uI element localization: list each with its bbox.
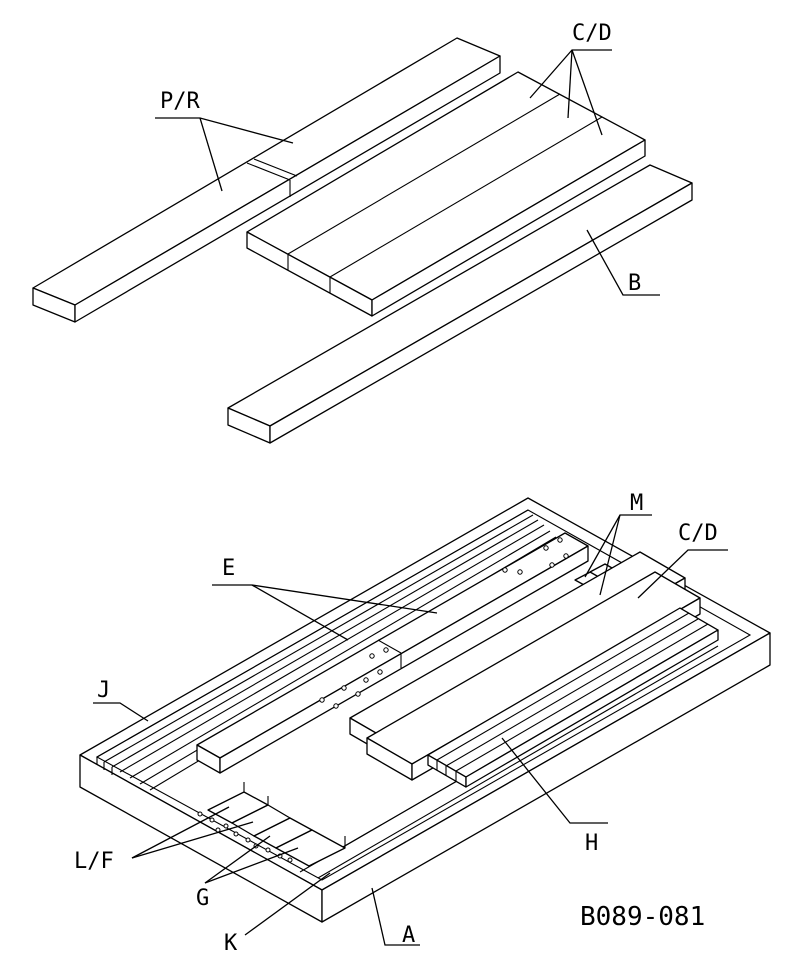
label-m: M	[584, 491, 652, 596]
board-pr	[32, 37, 501, 323]
board-b	[227, 164, 693, 444]
label-e: E	[212, 556, 438, 641]
blocks-lf	[207, 782, 346, 867]
label-pr-text: P/R	[160, 89, 200, 114]
label-g: G	[196, 835, 299, 911]
label-a-text: A	[402, 923, 415, 948]
label-g-text: G	[196, 886, 209, 911]
label-e-text: E	[222, 556, 235, 581]
label-cd-bottom: C/D	[637, 521, 728, 599]
label-cd-top: C/D	[529, 21, 612, 136]
label-cd-bottom-text: C/D	[678, 521, 718, 546]
label-cd-top-text: C/D	[572, 21, 612, 46]
label-pr: P/R	[155, 89, 294, 192]
label-j: J	[93, 678, 149, 722]
label-b: B	[586, 229, 660, 296]
label-a: A	[371, 887, 420, 948]
label-j-text: J	[97, 678, 110, 703]
label-k-text: K	[224, 931, 238, 956]
battens-h	[427, 607, 719, 788]
label-b-text: B	[628, 271, 641, 296]
board-cd-top	[246, 71, 646, 317]
label-m-text: M	[630, 491, 643, 516]
label-lf: L/F	[74, 806, 254, 874]
label-h: H	[501, 737, 608, 856]
label-lf-text: L/F	[74, 849, 114, 874]
label-k: K	[224, 872, 331, 956]
label-h-text: H	[585, 831, 598, 856]
drawing-number: B089-081	[580, 902, 705, 932]
beam-e	[196, 532, 589, 774]
beam-e-holes	[319, 537, 569, 709]
blocks-g-holes	[197, 811, 293, 863]
